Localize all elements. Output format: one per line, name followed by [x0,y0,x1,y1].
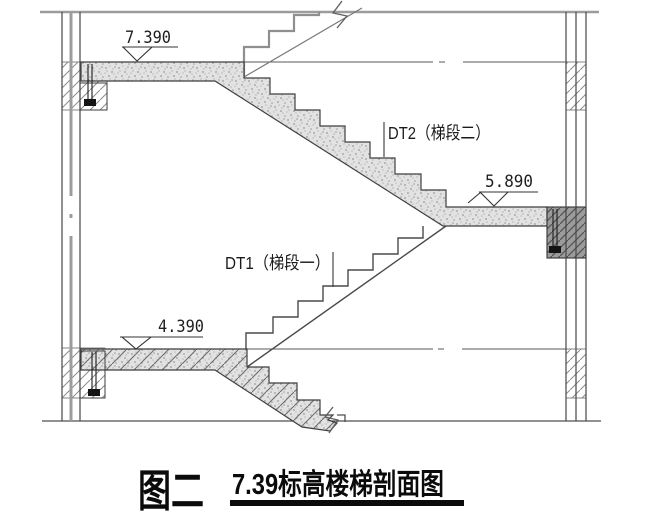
wall-hatch-blocks [61,61,587,399]
elevation-marker-4390: 4.390 [120,317,204,350]
elevation-marker-triangle [478,191,510,207]
elevation-marker-7390: 7.390 [121,28,178,62]
break-symbol-zigzag-bottom [323,406,340,434]
figure-title: 7.39标高楼梯剖面图 [232,467,444,501]
dt2-section-concrete [80,61,548,227]
break-symbol-zigzag-top [331,0,349,29]
figure-number: 图二 [138,467,204,516]
elevation-label-5890: 5.890 [485,172,533,192]
elevation-marker-triangle [121,46,154,62]
dt2-label: DT2（梯段二） [388,123,490,143]
elevation-marker-triangle [120,336,153,350]
right-wall [565,12,587,421]
dt1-label: DT1（梯段一） [225,253,330,273]
anchor-dowel-right [549,246,561,253]
dt2-label-group: DT2（梯段二） [383,122,490,157]
title-underline [230,500,464,506]
caption: 图二 7.39标高楼梯剖面图 [138,467,464,516]
dt1-flight-outline [245,225,447,368]
anchor-dowel-lower-left [79,350,106,399]
lower-section-concrete [80,348,346,434]
dt1-soffit-line [246,225,447,368]
anchor-dowel-upper-left [79,64,108,111]
dt1-label-group: DT1（梯段一） [225,252,334,287]
upper-flight-outline [242,0,363,78]
elevation-label-7390: 7.390 [125,28,171,48]
elevation-marker-5890: 5.890 [467,172,538,207]
upper-flight-soffit-line [243,7,363,78]
elevation-label-4390: 4.390 [158,317,204,337]
